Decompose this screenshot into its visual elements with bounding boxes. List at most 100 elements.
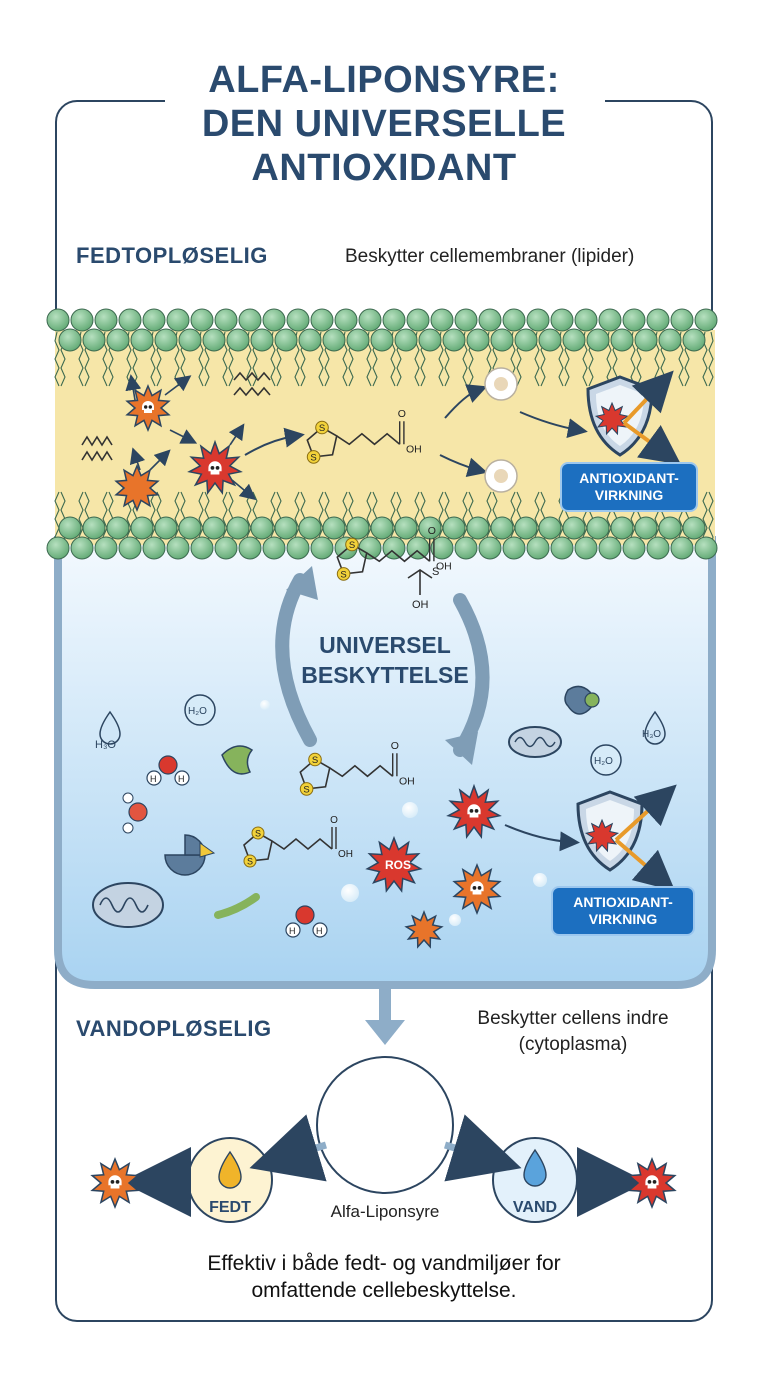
- hydrogen-label: H: [178, 774, 185, 784]
- membrane-molecules: [81, 367, 588, 512]
- lipid-chain: [233, 371, 271, 382]
- phospholipid-head: [346, 328, 370, 352]
- phospholipid-head: [262, 308, 286, 332]
- phospholipid-head: [286, 308, 310, 332]
- arrow-icon: [365, 1020, 405, 1045]
- arrow-icon: [443, 1114, 522, 1182]
- neutralized-core: [494, 469, 508, 483]
- arrow-icon: [231, 479, 257, 501]
- phospholipid-head: [586, 516, 610, 540]
- arrow-icon: [519, 411, 588, 439]
- title-backdrop: [165, 80, 605, 120]
- phospholipid-head: [490, 516, 514, 540]
- phospholipid-head: [598, 308, 622, 332]
- protein-strand: [214, 893, 260, 919]
- phospholipid-head: [466, 516, 490, 540]
- fat-label: FEDT: [209, 1199, 251, 1216]
- phospholipid-head: [142, 536, 166, 560]
- phospholipid-head: [106, 516, 130, 540]
- universal-protection-label: UNIVERSEL BESKYTTELSE: [270, 630, 500, 690]
- title-line-1: ALFA-LIPONSYRE:: [208, 59, 560, 101]
- water-label: H₂O: [594, 756, 613, 767]
- phospholipid-head: [406, 308, 430, 332]
- free-radical-star: [404, 909, 444, 949]
- hydrogen-label: H: [150, 774, 157, 784]
- phospholipid-head: [298, 328, 322, 352]
- dithiolane-ring: [299, 758, 331, 790]
- phospholipid-head: [166, 536, 190, 560]
- water-section-heading: VANDOPLØSELIG: [76, 1016, 272, 1041]
- phospholipid-head: [190, 536, 214, 560]
- summary-line-2: omfattende cellebeskyttelse.: [251, 1279, 517, 1302]
- hydrogen-atom: [122, 822, 134, 834]
- oxygen-label: O: [330, 815, 338, 826]
- phospholipid-head: [394, 516, 418, 540]
- sulfur-atom: [345, 537, 359, 552]
- arrow-icon: [286, 566, 318, 600]
- phospholipid-head: [46, 308, 70, 332]
- sulfur-label: S: [255, 829, 261, 839]
- molecule-circle: [316, 1056, 454, 1194]
- phospholipid-head: [142, 308, 166, 332]
- phospholipid-head: [394, 328, 418, 352]
- hydrogen-atom: [122, 792, 134, 804]
- phospholipid-head: [178, 328, 202, 352]
- phospholipid-head: [322, 516, 346, 540]
- oxygen-label: O: [398, 408, 406, 420]
- carbonyl-bond: [399, 421, 405, 445]
- protein-complex: [164, 854, 206, 876]
- summary-text: Effektiv i både fedt- og vandmiljøer for…: [60, 1250, 708, 1304]
- phospholipid-head: [562, 516, 586, 540]
- phospholipid-head: [538, 516, 562, 540]
- phospholipid-head: [694, 536, 718, 560]
- cycle-arrow-down: [453, 593, 490, 757]
- antioxidant-badge-cytoplasm: ANTIOXIDANT- VIRKNING: [553, 888, 693, 934]
- shield-icon: [576, 784, 677, 892]
- lipid-tail: [708, 331, 714, 387]
- hydrogen-label: H: [289, 926, 296, 936]
- phospholipid-head: [430, 308, 454, 332]
- phospholipid-head: [262, 536, 286, 560]
- sulfur-label: S: [340, 570, 346, 581]
- title-line-3: ANTIOXIDANT: [251, 147, 517, 189]
- droplet-icon: [644, 710, 666, 745]
- sulfur-label: S: [432, 566, 439, 578]
- phospholipid-head: [250, 328, 274, 352]
- mitochondrion-cristae: [514, 736, 556, 748]
- hydrogen-atom: [146, 770, 162, 786]
- membrane-heads: [46, 308, 718, 560]
- phospholipid-head: [646, 308, 670, 332]
- lipid-tail: [708, 491, 714, 547]
- bubble: [449, 914, 461, 926]
- water-desc-line-1: Beskytter cellens indre: [477, 1008, 669, 1029]
- dithiolane-ring: [306, 426, 338, 458]
- shield-icon: [586, 370, 682, 465]
- antioxidant-badge-membrane: ANTIOXIDANT- VIRKNING: [562, 464, 696, 510]
- center-label-line-1: UNIVERSEL: [319, 632, 451, 658]
- phospholipid-head: [322, 328, 346, 352]
- phospholipid-head: [130, 328, 154, 352]
- water-bubble: [590, 744, 622, 776]
- phospholipid-head: [682, 328, 706, 352]
- arrow-icon: [444, 384, 488, 419]
- arrow-icon: [445, 732, 478, 765]
- phospholipid-head: [94, 536, 118, 560]
- phospholipid-head: [694, 308, 718, 332]
- mitochondrion-cristae: [99, 897, 149, 913]
- bubble: [341, 884, 359, 902]
- fat-section-heading: FEDTOPLØSELIG: [76, 243, 268, 268]
- phospholipid-head: [682, 516, 706, 540]
- protein-blob: [221, 745, 254, 775]
- sulfur-label: S: [247, 857, 253, 867]
- badge-line-2: VIRKNING: [594, 487, 664, 503]
- arrow-icon: [504, 824, 580, 852]
- phospholipid-head: [502, 536, 526, 560]
- phospholipid-head: [202, 328, 226, 352]
- phospholipid-head: [670, 536, 694, 560]
- phospholipid-head: [118, 308, 142, 332]
- bubble: [402, 802, 418, 818]
- phospholipid-head: [634, 516, 658, 540]
- fat-section-description: Beskytter cellemembraner (lipider): [345, 246, 635, 267]
